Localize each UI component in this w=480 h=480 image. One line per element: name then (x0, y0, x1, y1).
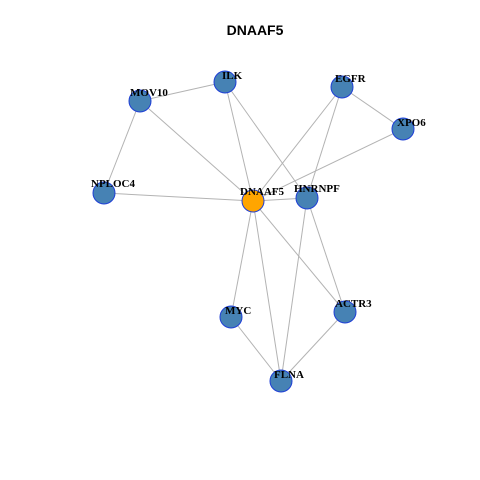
node-mov10: MOV10 (128, 87, 168, 113)
diagram-title: DNAAF5 (227, 22, 284, 38)
node-hnrnpf: HNRNPF (294, 183, 340, 210)
edge-hnrnpf-flna (280, 197, 308, 382)
edge-ilk-dnaaf5 (224, 81, 254, 202)
node-nploc4: NPLOC4 (91, 178, 136, 205)
node-egfr: EGFR (330, 73, 367, 99)
node-label-ilk: ILK (222, 70, 243, 82)
edge-layer (103, 81, 404, 382)
edge-egfr-xpo6 (341, 86, 404, 130)
edge-mov10-nploc4 (103, 100, 141, 194)
node-circle-actr3 (333, 300, 357, 324)
edge-myc-flna (230, 316, 282, 382)
edge-actr3-flna (280, 311, 346, 382)
node-label-nploc4: NPLOC4 (91, 178, 136, 190)
edge-dnaaf5-flna (252, 200, 282, 382)
node-circle-ilk (213, 70, 237, 94)
node-label-xpo6: XPO6 (397, 117, 426, 129)
node-circle-nploc4 (92, 181, 116, 205)
edge-dnaaf5-myc (230, 200, 254, 318)
node-label-myc: MYC (225, 305, 251, 317)
node-circle-mov10 (128, 89, 152, 113)
node-myc: MYC (219, 305, 251, 329)
edge-egfr-dnaaf5 (252, 86, 343, 202)
edge-mov10-ilk (139, 81, 226, 102)
edge-hnrnpf-actr3 (306, 197, 346, 313)
node-circle-myc (219, 305, 243, 329)
node-label-flna: FLNA (274, 369, 304, 381)
node-xpo6: XPO6 (391, 117, 426, 141)
node-label-dnaaf5: DNAAF5 (240, 186, 284, 198)
node-circle-dnaaf5 (241, 189, 265, 213)
node-ilk: ILK (213, 70, 243, 94)
edge-mov10-dnaaf5 (139, 100, 254, 202)
edge-nploc4-dnaaf5 (103, 192, 254, 202)
node-circle-xpo6 (391, 117, 415, 141)
edge-xpo6-dnaaf5 (252, 128, 404, 202)
node-dnaaf5: DNAAF5 (240, 186, 284, 213)
node-label-hnrnpf: HNRNPF (294, 183, 340, 195)
node-circle-egfr (330, 75, 354, 99)
edge-egfr-hnrnpf (306, 86, 343, 199)
node-circle-flna (269, 369, 293, 393)
node-label-actr3: ACTR3 (335, 298, 372, 310)
node-flna: FLNA (269, 369, 304, 393)
node-label-mov10: MOV10 (130, 87, 168, 99)
node-actr3: ACTR3 (333, 298, 372, 324)
node-circle-hnrnpf (295, 186, 319, 210)
node-label-egfr: EGFR (335, 73, 367, 85)
edge-ilk-hnrnpf (224, 81, 308, 199)
